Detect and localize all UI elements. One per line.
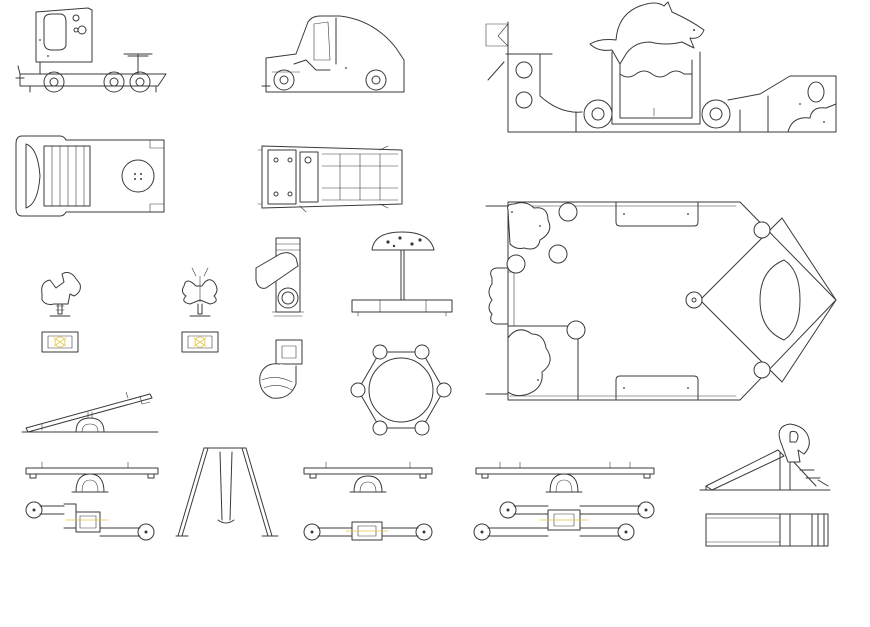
seesaw-elevation-1 bbox=[25, 461, 159, 493]
spring-rider-butterfly bbox=[181, 267, 219, 353]
ship-play-structure-plan bbox=[485, 201, 837, 401]
seesaw-plan-2 bbox=[303, 521, 433, 541]
tube-slide-plan bbox=[259, 339, 303, 399]
dolphin-ship-play-structure-elevation bbox=[485, 1, 837, 133]
seesaw-plan-3 bbox=[473, 501, 655, 541]
mushroom-sandpit-elevation bbox=[351, 231, 453, 317]
car-play-structure-plan bbox=[257, 145, 403, 213]
seesaw-tilted-elevation bbox=[21, 391, 159, 433]
seesaw-elevation-3 bbox=[475, 461, 655, 493]
a-frame-swing bbox=[175, 447, 279, 537]
hexagon-sandpit-plan bbox=[350, 344, 452, 436]
truck-play-structure-elevation bbox=[15, 7, 167, 93]
seesaw-elevation-2 bbox=[303, 461, 433, 493]
car-play-structure-elevation bbox=[261, 15, 405, 93]
tube-slide-elevation bbox=[255, 237, 305, 317]
slide-plan bbox=[705, 513, 829, 547]
dolphin-slide-elevation bbox=[699, 423, 831, 491]
seesaw-plan-1 bbox=[25, 501, 155, 541]
truck-play-structure-plan bbox=[15, 135, 165, 217]
spring-rider-horse bbox=[41, 271, 81, 353]
